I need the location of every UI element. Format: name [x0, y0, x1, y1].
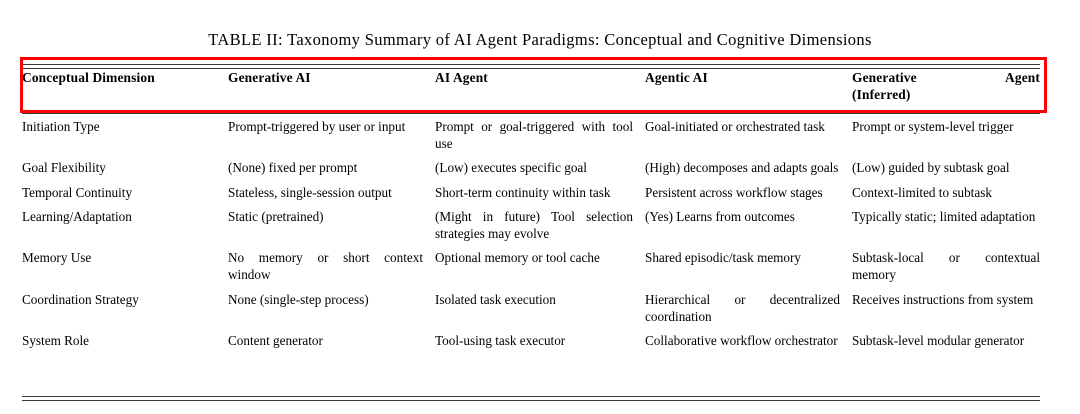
- header-label: Conceptual Dimension: [22, 70, 155, 85]
- table-bottom-rule-second: [22, 399, 1040, 401]
- cell-dimension: Temporal Continuity: [22, 184, 133, 200]
- cell-agentic-ai: (High) decomposes and adapts goals: [645, 160, 839, 176]
- cell-generative-ai: Stateless, single-session out­put: [228, 184, 392, 200]
- cell-generative-agent: Context-limited to subtask: [852, 184, 992, 200]
- cell-ai-agent: Short-term continuity within task: [435, 184, 611, 200]
- cell-generative-agent: (Low) guided by subtask goal: [852, 160, 1010, 176]
- cell-generative-ai: Static (pretrained): [228, 208, 324, 224]
- table-caption: TABLE II: Taxonomy Summary of AI Agent P…: [208, 30, 872, 49]
- header-agentic-ai: Agentic AI: [645, 70, 852, 87]
- cell-agentic-ai: (Yes) Learns from outcomes: [645, 208, 795, 224]
- cell-agentic-ai: Persistent across workflow stages: [645, 184, 823, 200]
- cell-generative-agent: Subtask-level modular gener­ator: [852, 333, 1025, 349]
- cell-ai-agent: Optional memory or tool cache: [435, 250, 600, 266]
- header-label: Generative AI: [228, 70, 311, 85]
- cell-generative-ai: No memory or short context window: [228, 250, 423, 283]
- cell-ai-agent: Isolated task execution: [435, 291, 556, 307]
- table-row: Goal Flexibility (None) fixed per prompt…: [22, 159, 1040, 176]
- cell-ai-agent: (Low) executes specific goal: [435, 160, 587, 176]
- cell-generative-ai: None (single-step process): [228, 291, 369, 307]
- table-row: Learning/Adaptation Static (pretrained) …: [22, 208, 1040, 242]
- table-header-row: Conceptual Dimension Generative AI AI Ag…: [22, 70, 1040, 112]
- table-row: Memory Use No memory or short context wi…: [22, 249, 1040, 283]
- table-row: System Role Content generator Tool-using…: [22, 332, 1040, 349]
- cell-dimension: Coordination Strategy: [22, 291, 139, 307]
- cell-generative-agent: Receives instructions from system: [852, 291, 1034, 307]
- header-conceptual-dimension: Conceptual Dimension: [22, 70, 228, 87]
- cell-ai-agent: (Might in future) Tool selec­tion strate…: [435, 208, 633, 242]
- table-header-rule: [22, 113, 1040, 114]
- cell-agentic-ai: Shared episodic/task mem­ory: [645, 250, 802, 266]
- header-label-line1: Generative Agent: [852, 70, 1040, 87]
- cell-generative-ai: Prompt-triggered by user or input: [228, 119, 406, 134]
- table-row: Initiation Type Prompt-triggered by user…: [22, 118, 1040, 152]
- table-row: Coordination Strategy None (single-step …: [22, 291, 1040, 325]
- cell-dimension: Goal Flexibility: [22, 160, 106, 176]
- header-generative-agent-inferred: Generative Agent (Inferred): [852, 70, 1040, 103]
- cell-generative-agent: Prompt or system-level trig­ger: [852, 119, 1014, 134]
- table-top-rule: [22, 64, 1040, 65]
- cell-dimension: Memory Use: [22, 250, 92, 266]
- cell-ai-agent: Tool-using task executor: [435, 333, 566, 349]
- header-generative-ai: Generative AI: [228, 70, 435, 87]
- cell-agentic-ai: Goal-initiated or orchestrated task: [645, 119, 825, 134]
- cell-generative-ai: (None) fixed per prompt: [228, 160, 358, 176]
- cell-generative-ai: Content generator: [228, 333, 323, 349]
- cell-dimension: Initiation Type: [22, 119, 100, 134]
- table-row: Temporal Continuity Stateless, single-se…: [22, 184, 1040, 201]
- cell-dimension: Learning/Adaptation: [22, 208, 132, 224]
- header-ai-agent: AI Agent: [435, 70, 645, 87]
- header-label-line2: (Inferred): [852, 86, 911, 102]
- cell-agentic-ai: Collaborative workflow or­chestrator: [645, 333, 838, 349]
- table-bottom-rule: [22, 396, 1040, 397]
- header-label: AI Agent: [435, 70, 488, 85]
- cell-generative-agent: Typically static; limited adaptation: [852, 208, 1036, 224]
- header-label-part-left: Generative: [852, 70, 917, 85]
- table-body: Initiation Type Prompt-triggered by user…: [22, 118, 1040, 356]
- cell-agentic-ai: Hierarchical or decentralized coordinati…: [645, 291, 840, 324]
- cell-ai-agent: Prompt or goal-triggered with tool use: [435, 119, 633, 152]
- header-label-part-right: Agent: [1005, 70, 1040, 85]
- cell-dimension: System Role: [22, 333, 90, 349]
- table-top-rule-second: [22, 67, 1040, 69]
- header-label: Agentic AI: [645, 70, 708, 85]
- cell-generative-agent: Subtask-local or contextual memory: [852, 250, 1040, 283]
